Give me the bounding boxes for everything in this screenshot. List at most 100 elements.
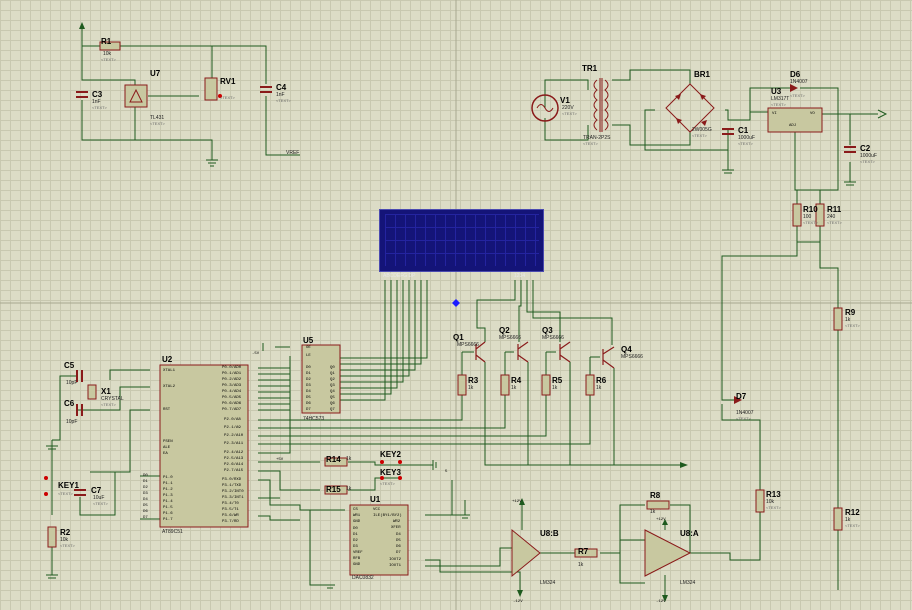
r3-ref[interactable]: R3 (468, 376, 479, 385)
d6-ref[interactable]: D6 (790, 70, 801, 79)
u8a-ref[interactable]: U8:A (680, 529, 699, 538)
r7-ref[interactable]: R7 (578, 547, 589, 556)
u8b-ref[interactable]: U8:B (540, 529, 559, 538)
x1-value: CRYSTAL (101, 396, 124, 402)
u5-pin-le: LE (306, 354, 311, 358)
v1-ref[interactable]: V1 (560, 96, 570, 105)
r10-ref[interactable]: R10 (803, 205, 818, 214)
u7-value: TL431 (150, 115, 165, 121)
c2-value: 1000uF (860, 153, 877, 159)
c2-ref[interactable]: C2 (860, 144, 871, 153)
u3-body (767, 107, 823, 133)
plus12-label: +12V (512, 500, 522, 504)
u2-value: AT89C51 (162, 529, 183, 535)
vref-label: VREF (286, 150, 300, 156)
u2-pin-p01: P0.1/AD1 (222, 372, 242, 376)
r11-text: <TEXT> (827, 220, 842, 225)
u7-ref[interactable]: U7 (150, 69, 161, 78)
u2-pin-p25: P2.5/A13 (224, 457, 244, 461)
u1-pin-vcc: VCC (373, 508, 381, 512)
r4-ref[interactable]: R4 (511, 376, 522, 385)
rv1-wiper-icon[interactable] (218, 94, 222, 98)
tr1-text: <TEXT> (583, 141, 598, 146)
r2-ref[interactable]: R2 (60, 528, 71, 537)
u1-ref[interactable]: U1 (370, 495, 381, 504)
d6-text: <TEXT> (790, 93, 805, 98)
r3-value: 1k (468, 385, 474, 391)
u1-pin-vref: VREF (353, 551, 363, 555)
q3-ref[interactable]: Q3 (542, 326, 553, 335)
u2-pin-xtal2: XTAL2 (163, 385, 176, 389)
c4-ref[interactable]: C4 (276, 83, 287, 92)
u5-pin-d1: D1 (306, 372, 311, 376)
u2-pin-p37: P3.7/RD (222, 520, 239, 524)
u2-pin-p10: P1.0 (163, 476, 173, 480)
u5-ref[interactable]: U5 (303, 336, 314, 345)
u2-pin-p33: P3.3/INT1 (222, 496, 244, 500)
key2-ref[interactable]: KEY2 (380, 450, 401, 459)
u3-pin-adj: ADJ (789, 124, 797, 128)
r5-ref[interactable]: R5 (552, 376, 563, 385)
plus12-label-2: +12V (656, 518, 666, 522)
br1-ref[interactable]: BR1 (694, 70, 711, 79)
u8b-value: LM324 (540, 580, 556, 586)
r14-value: 1k (346, 456, 352, 462)
u1-value: DAC0832 (352, 575, 374, 581)
net-d5: D5 (143, 504, 148, 508)
c5-ref[interactable]: C5 (64, 361, 75, 370)
u5-pin-d2: D2 (306, 378, 311, 382)
u2-ref[interactable]: U2 (162, 355, 173, 364)
tr1-ref[interactable]: TR1 (582, 64, 598, 73)
r13-ref[interactable]: R13 (766, 490, 781, 499)
u2-pin-ea: EA (163, 452, 168, 456)
r14-ref[interactable]: R14 (326, 455, 341, 464)
r6-value: 1k (596, 385, 602, 391)
q1-ref[interactable]: Q1 (453, 333, 464, 342)
r1-ref[interactable]: R1 (101, 37, 112, 46)
x1-ref[interactable]: X1 (101, 387, 111, 396)
u2-pin-p11: P1.1 (163, 482, 173, 486)
key-contacts-icon[interactable] (44, 460, 402, 496)
r6-ref[interactable]: R6 (596, 376, 607, 385)
c1-ref[interactable]: C1 (738, 126, 749, 135)
u7-text: <TEXT> (150, 121, 165, 126)
key3-ref[interactable]: KEY3 (380, 468, 401, 477)
u1-pin-d2: D2 (353, 539, 358, 543)
output-terminal-icon (877, 109, 888, 119)
key1-ref[interactable]: KEY1 (58, 481, 79, 490)
d7-value: 1N4007 (736, 410, 754, 416)
u1-pin-d1: D1 (353, 533, 358, 537)
q2-ref[interactable]: Q2 (499, 326, 510, 335)
u2-pin-psen: PSEN (163, 440, 173, 444)
wires (51, 29, 878, 595)
u5-pin-d5: D5 (306, 396, 311, 400)
r12-value: 1k (845, 517, 851, 523)
u8b-opamp-icon (511, 528, 541, 578)
r11-ref[interactable]: R11 (827, 205, 842, 214)
q4-ref[interactable]: Q4 (621, 345, 632, 354)
u2-pin-p07: P0.7/AD7 (222, 408, 242, 412)
rv1-text: <TEXT> (220, 95, 235, 100)
q3-value: MPS6666 (542, 335, 564, 341)
c3-ref[interactable]: C3 (92, 90, 103, 99)
d7-ref[interactable]: D7 (736, 392, 747, 401)
u5-pin-q2: Q2 (330, 378, 335, 382)
r9-ref[interactable]: R9 (845, 308, 856, 317)
rv1-ref[interactable]: RV1 (220, 77, 236, 86)
net-d1: D1 (143, 480, 148, 484)
q2-value: MPS6666 (499, 335, 521, 341)
r12-ref[interactable]: R12 (845, 508, 860, 517)
c6-ref[interactable]: C6 (64, 399, 75, 408)
lcd-segments-label: ABCDEFG DP (383, 273, 416, 279)
r8-ref[interactable]: R8 (650, 491, 661, 500)
u1-pin-d6: D6 (396, 545, 401, 549)
r15-ref[interactable]: R15 (326, 485, 341, 494)
u2-pin-p35: P3.5/T1 (222, 508, 239, 512)
u1-body (349, 504, 409, 576)
c7-ref[interactable]: C7 (91, 486, 102, 495)
u3-ref[interactable]: U3 (771, 87, 782, 96)
u5-pin-q4: Q4 (330, 390, 335, 394)
u2-pin-rst: RST (163, 408, 171, 412)
u2-pin-p30: P3.0/RXD (222, 478, 242, 482)
